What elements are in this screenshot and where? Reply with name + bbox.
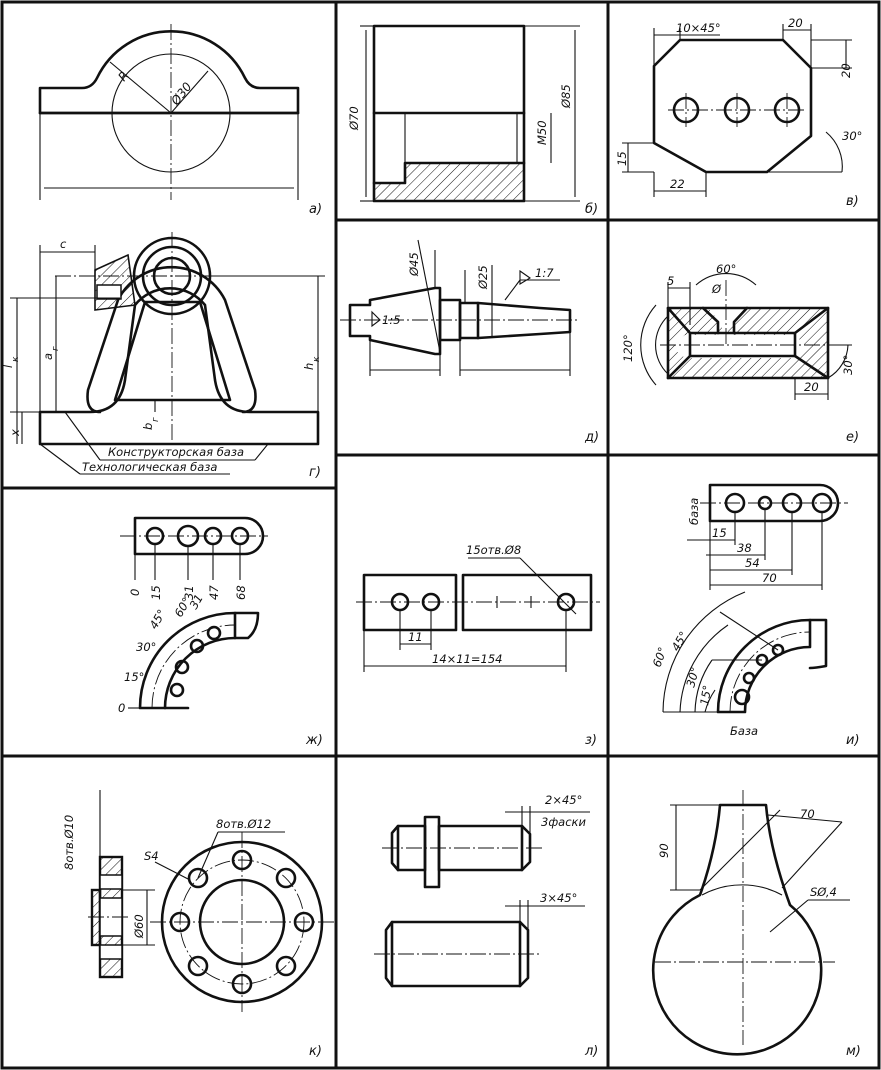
note-design-base: Конструкторская база	[108, 445, 244, 459]
dim-g-a-sub: г	[51, 346, 61, 351]
dim-i-45deg: 45°	[668, 629, 690, 654]
dim-v-30deg: 30°	[842, 129, 862, 143]
dim-k-8holes-12: 8отв.Ø12	[216, 817, 271, 831]
dim-g-l: l	[1, 364, 15, 368]
label-e: е)	[846, 430, 859, 445]
label-d: д)	[584, 430, 599, 445]
dim-b-m50: M50	[535, 120, 549, 145]
dim-d-taper15: 1:5	[382, 313, 401, 327]
label-l: л)	[584, 1044, 598, 1059]
dim-i-70: 70	[762, 571, 777, 585]
label-i: и)	[846, 733, 860, 748]
dim-i-38: 38	[737, 541, 752, 555]
dim-e-60deg: 60°	[716, 262, 736, 276]
dim-g-l-sub: к	[11, 356, 21, 362]
dim-k-8holes-10: 8отв.Ø10	[62, 815, 76, 870]
dim-e-5: 5	[667, 274, 674, 288]
dim-i-60deg: 60°	[650, 645, 670, 669]
dim-m-70: 70	[800, 807, 815, 821]
dim-k-d60: Ø60	[132, 914, 146, 939]
label-z: з)	[585, 733, 597, 748]
dim-z-holes: 15отв.Ø8	[466, 543, 521, 557]
dim-z-total: 14×11=154	[432, 652, 503, 666]
dim-zh-47: 47	[207, 585, 221, 600]
label-g: г)	[309, 465, 321, 480]
label-zh: ж)	[305, 733, 323, 748]
panel-v: 10×45° 20 20 15 22 30° в)	[615, 16, 862, 209]
dim-b-d70: Ø70	[347, 106, 361, 131]
dim-g-h: h	[302, 363, 316, 370]
dim-g-a: a	[41, 353, 55, 360]
label-v: в)	[846, 194, 859, 209]
dim-g-h-sub: к	[312, 356, 322, 362]
panel-z: 11 14×11=154 15отв.Ø8 з)	[356, 543, 600, 748]
panel-d: Ø45 Ø25 1:7 1:5 д)	[340, 239, 599, 445]
panel-zh: 0 15 31 47 68 0 15° 30° 45° 60° 31 ж)	[118, 516, 323, 748]
dim-g-c: c	[60, 237, 67, 251]
panel-k: Ø60 8отв.Ø10 8отв.Ø12 S4 к)	[62, 790, 334, 1059]
dim-k-s4: S4	[144, 849, 159, 863]
dim-zh-0: 0	[128, 589, 142, 596]
label-m: м)	[846, 1044, 861, 1059]
panel-g: c a г l к h к b г x Конструкторская база…	[1, 232, 325, 480]
dim-zh-31b: 31	[186, 592, 205, 612]
dim-g-b-sub: г	[151, 417, 161, 422]
dim-e-30deg: 30°	[841, 355, 855, 375]
dim-v-chamfer: 10×45°	[676, 21, 721, 35]
label-b: б)	[585, 202, 598, 217]
dim-zh-45deg: 45°	[146, 607, 168, 632]
panel-a: R Ø30 а)	[38, 24, 322, 217]
dim-v-15: 15	[615, 151, 629, 166]
dim-i-30deg: 30°	[683, 665, 702, 688]
dim-d-d25: Ø25	[476, 265, 490, 290]
dim-b-d85: Ø85	[559, 84, 573, 109]
dim-m-sphere: SØ,4	[810, 885, 837, 899]
label-k: к)	[309, 1044, 322, 1059]
dim-zh-30deg: 30°	[136, 640, 156, 654]
dim-d-d45: Ø45	[407, 252, 421, 277]
dim-z-11: 11	[408, 630, 423, 644]
note-tech-base: Технологическая база	[82, 460, 217, 474]
dim-v-20-top: 20	[788, 16, 803, 30]
dim-zh-0-deg: 0	[118, 701, 125, 715]
dim-zh-68: 68	[234, 585, 248, 600]
dim-v-22: 22	[670, 177, 685, 191]
dim-g-b: b	[141, 423, 155, 430]
dim-m-90: 90	[657, 843, 671, 858]
panel-i: 15 38 54 70 база 60° 45° 30° 15° База и)	[650, 483, 860, 748]
dim-l-chamfers: 3фаски	[541, 815, 586, 829]
panel-b: Ø70 M50 Ø85 б)	[347, 24, 598, 217]
dim-d-taper17: 1:7	[535, 266, 554, 280]
dim-i-15deg: 15°	[697, 684, 714, 707]
panel-l: 2×45° 3фаски 3×45° л)	[374, 793, 598, 1059]
dim-a-d30: Ø30	[168, 79, 195, 108]
dim-zh-15: 15	[149, 585, 163, 600]
dim-zh-31: 31	[182, 585, 196, 600]
note-i-base-bottom: База	[730, 724, 758, 738]
dim-l-chamfer-2: 3×45°	[540, 891, 577, 905]
dim-e-120deg: 120°	[621, 334, 635, 362]
dim-e-dia: Ø	[711, 282, 722, 296]
dim-i-54: 54	[745, 556, 760, 570]
dim-v-20-side: 20	[839, 63, 853, 78]
dim-e-20: 20	[804, 380, 819, 394]
label-a: а)	[309, 202, 322, 217]
dim-zh-15deg: 15°	[124, 670, 144, 684]
dim-g-x: x	[8, 429, 22, 437]
panel-m: 90 70 SØ,4 м)	[651, 790, 861, 1059]
panel-e: 5 60° Ø 120° 30° 20 е)	[621, 262, 859, 445]
note-i-base-top: база	[687, 498, 701, 525]
dim-i-15: 15	[712, 526, 727, 540]
dim-l-chamfer-1: 2×45°	[545, 793, 582, 807]
